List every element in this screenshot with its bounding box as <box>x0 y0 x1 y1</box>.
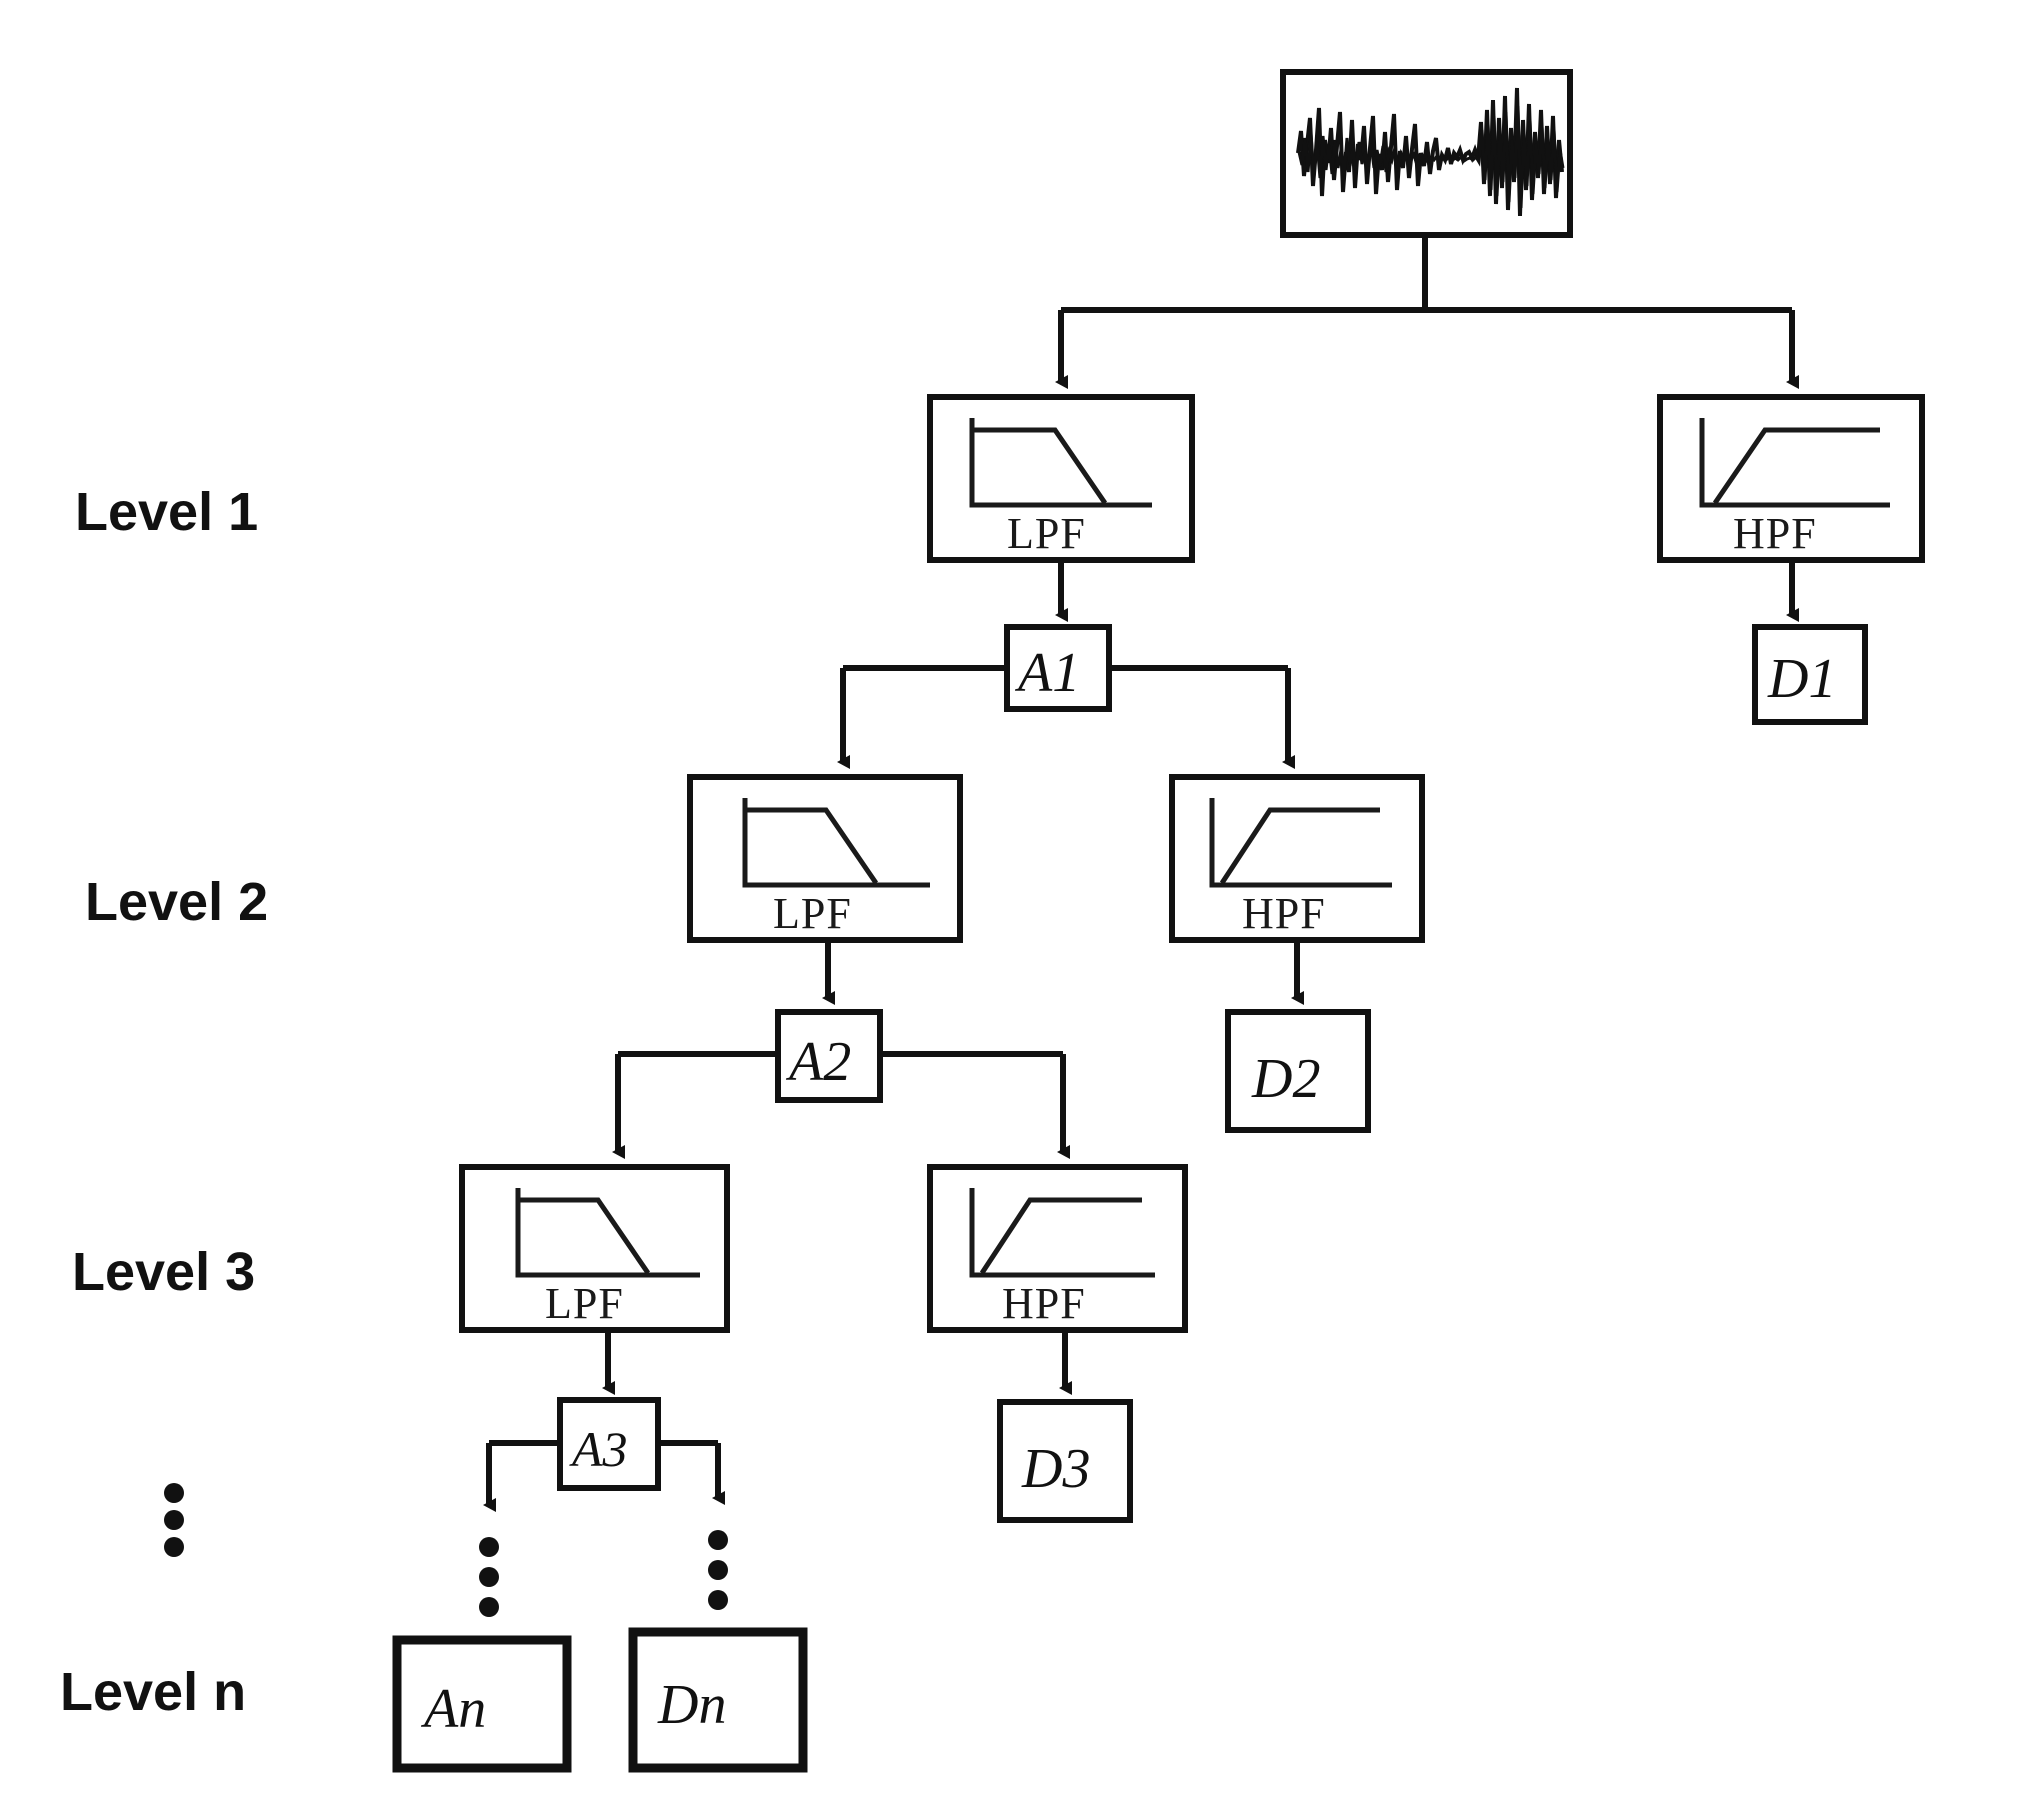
lpf-level-1-node: LPF <box>927 394 1195 563</box>
level-2-label: Level 2 <box>85 872 268 932</box>
low-pass-filter-response-icon <box>742 798 930 888</box>
level-3-label: Level 3 <box>72 1242 255 1302</box>
node-d3-label: D3 <box>1021 1438 1090 1500</box>
connector-source-to-level1 <box>1055 235 1799 389</box>
waveform-icon <box>1296 87 1565 217</box>
hpf-level-2-label: HPF <box>1242 889 1326 938</box>
high-pass-filter-response-icon <box>1209 798 1392 888</box>
node-dn-label: Dn <box>657 1674 726 1736</box>
hpf-level-3-label: HPF <box>1002 1279 1086 1328</box>
node-d1-label: D1 <box>1767 648 1836 710</box>
level-1-label: Level 1 <box>75 482 258 542</box>
lpf-level-1-label: LPF <box>1007 509 1086 558</box>
high-pass-filter-response-icon <box>1699 418 1890 508</box>
node-a3-label: A3 <box>569 1421 628 1477</box>
level-n-label: Level n <box>60 1662 246 1722</box>
ellipsis-right-branch <box>708 1530 728 1610</box>
node-an-label: An <box>420 1678 486 1740</box>
connector-a2-to-level3 <box>612 1051 1070 1159</box>
node-d2-box <box>1225 1009 1371 1133</box>
hpf-level-1-node: HPF <box>1657 394 1925 563</box>
node-d1-box <box>1752 624 1868 725</box>
connector-a1-to-level2 <box>837 665 1295 769</box>
input-signal-node <box>1280 69 1573 238</box>
node-dn-box <box>628 1627 808 1773</box>
lpf-level-3-box <box>459 1164 730 1333</box>
connector-a3-to-leveln <box>483 1440 725 1512</box>
node-d3: D3 <box>997 1399 1133 1523</box>
low-pass-filter-response-icon <box>969 418 1152 508</box>
node-a3: A3 <box>557 1397 661 1491</box>
ellipsis-levels <box>164 1483 184 1557</box>
lpf-level-2-label: LPF <box>773 889 852 938</box>
node-d3-box <box>997 1399 1133 1523</box>
lpf-level-3-label: LPF <box>545 1279 624 1328</box>
high-pass-filter-response-icon <box>969 1188 1155 1278</box>
node-a1: A1 <box>1004 624 1112 712</box>
node-d2: D2 <box>1225 1009 1371 1133</box>
node-a2: A2 <box>775 1009 883 1103</box>
node-a2-label: A2 <box>785 1031 851 1093</box>
ellipsis-left-branch <box>479 1537 499 1617</box>
node-d1: D1 <box>1752 624 1868 725</box>
lpf-level-3-node: LPF <box>459 1164 730 1333</box>
hpf-level-2-node: HPF <box>1169 774 1425 943</box>
hpf-level-3-node: HPF <box>927 1164 1188 1333</box>
node-dn: Dn <box>628 1627 808 1773</box>
low-pass-filter-response-icon <box>515 1188 700 1278</box>
hpf-level-1-label: HPF <box>1733 509 1817 558</box>
node-d2-label: D2 <box>1251 1048 1320 1110</box>
lpf-level-2-node: LPF <box>687 774 963 943</box>
node-a1-label: A1 <box>1014 642 1080 704</box>
node-an-box <box>392 1635 572 1773</box>
node-an: An <box>392 1635 572 1773</box>
